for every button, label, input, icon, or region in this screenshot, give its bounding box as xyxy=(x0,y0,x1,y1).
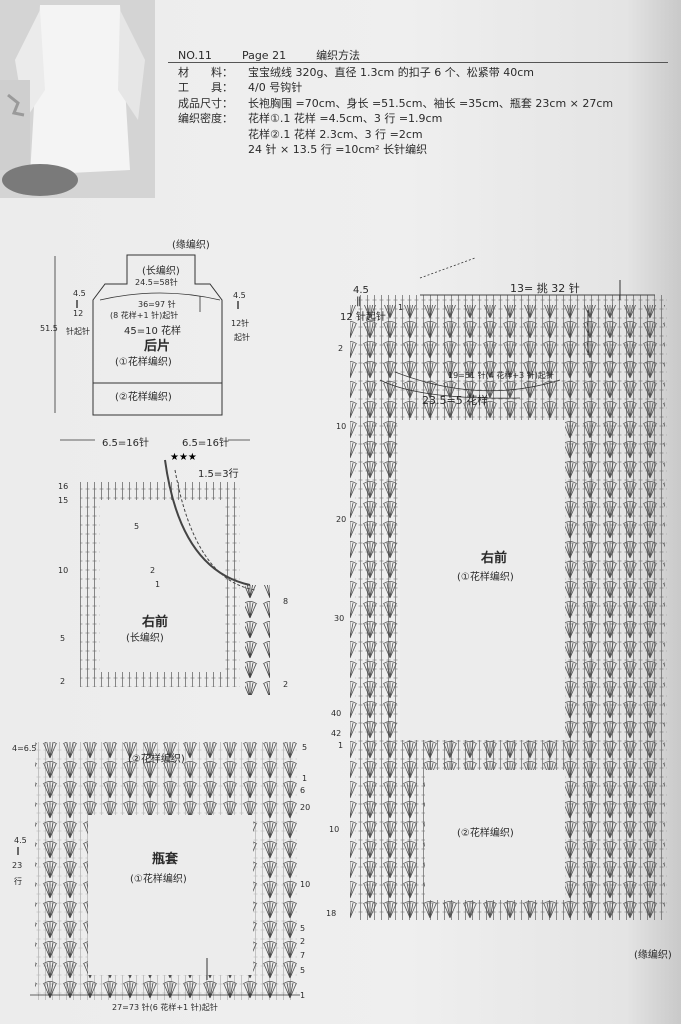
row-number: 5 xyxy=(300,924,306,933)
row-number: 18 xyxy=(326,909,337,918)
small-front-title: 右前 xyxy=(142,615,169,630)
back-left-rows-label: 12 xyxy=(73,309,84,318)
row-number: 10 xyxy=(336,422,347,431)
row-number: 1 xyxy=(398,303,404,312)
large-front-eq-label: ‖ xyxy=(356,296,361,307)
bottle-eq-label: ‖ xyxy=(16,846,20,855)
page-number: Page 21 xyxy=(241,49,287,62)
large-front-start-label: 12 针起针 xyxy=(340,312,386,323)
row-number: 2 xyxy=(150,566,156,575)
bottle-cast-on-label: 27=73 针(6 花样+1 针)起针 xyxy=(112,1003,218,1012)
back-width-right-label: 6.5=16针 xyxy=(182,438,230,449)
row-number: 16 xyxy=(58,482,69,491)
photo-illustration xyxy=(0,0,155,198)
header-divider xyxy=(168,62,668,63)
row-number: 5 xyxy=(302,743,308,752)
row-number: 8 xyxy=(283,597,289,606)
large-front-cast-on-label: 19=51 针(4 花样+3 针)起针 xyxy=(448,371,554,380)
row-number: 20 xyxy=(300,803,311,812)
bottle-pattern2-label: (②花样编织) xyxy=(128,754,185,765)
back-pattern2-label: (②花样编织) xyxy=(115,392,172,403)
right-front-small-chart: ★★★ xyxy=(80,452,270,695)
large-front-pickup-label: 13= 挑 32 针 xyxy=(510,282,580,295)
back-left-eq-label: ‖ xyxy=(75,299,79,308)
large-front-title: 右前 xyxy=(481,551,508,566)
bottle-top-left-label: 4=6.5 xyxy=(12,744,37,753)
back-left-start-label: 针起针 xyxy=(66,327,90,336)
back-right-rows-label: 12针 xyxy=(231,319,250,328)
bottle-pattern1-label: (①花样编织) xyxy=(130,874,187,885)
info-row: 材 料：宝宝绒线 320g、直径 1.3cm 的扣子 6 个、松紧带 40cm xyxy=(178,65,534,79)
info-row: 工 具：4/0 号钩针 xyxy=(178,81,303,94)
large-front-pattern2-label: (②花样编织) xyxy=(457,828,514,839)
back-pattern-count-label: 45=10 花样 xyxy=(124,326,182,337)
back-stitch-count-label: 36=97 针 xyxy=(138,300,176,309)
back-right-width-label: 4.5 xyxy=(233,291,246,300)
row-number: 1 xyxy=(338,741,344,750)
row-number: 10 xyxy=(300,880,311,889)
row-number: 6 xyxy=(300,786,306,795)
row-number: 10 xyxy=(329,825,340,834)
info-row: 成品尺寸：长袍胸围 =70cm、身长 =51.5cm、袖长 =35cm、瓶套 2… xyxy=(178,96,614,110)
row-number: 20 xyxy=(336,515,347,524)
pattern-number: NO.11 xyxy=(178,49,212,62)
back-right-start-label: 起针 xyxy=(234,333,250,342)
back-top-stitches-label: 24.5=58针 xyxy=(135,278,178,287)
back-piece-title: 后片 xyxy=(144,339,171,354)
row-number: 2 xyxy=(283,680,289,689)
row-number: 5 xyxy=(134,522,140,531)
row-number: 5 xyxy=(300,966,306,975)
back-top-band-label: (缘编织) xyxy=(172,240,210,251)
row-number: 5 xyxy=(60,634,66,643)
back-piece-schematic xyxy=(54,254,250,441)
row-number: 1 xyxy=(302,774,308,783)
back-width-left-label: 6.5=16针 xyxy=(102,438,150,449)
svg-text:★★★: ★★★ xyxy=(170,452,197,463)
small-front-rows-label: 1.5=3行 xyxy=(198,469,239,480)
bottle-cover-chart xyxy=(30,742,300,1000)
garment-photo xyxy=(0,0,155,198)
info-row: 编织密度：花样①.1 花样 =4.5cm、3 行 =1.9cm xyxy=(178,112,443,125)
back-repeat-label: (8 花样+1 针)起针 xyxy=(110,311,179,320)
row-number: 7 xyxy=(300,951,306,960)
row-number: 1 xyxy=(155,580,161,589)
back-left-width-label: 4.5 xyxy=(73,289,86,298)
info-row: 24 针 × 13.5 行 =10cm² 长针编织 xyxy=(248,143,428,156)
large-front-border-label: (缘编织) xyxy=(634,950,672,961)
back-long-knit-label: (长编织) xyxy=(142,266,180,277)
method-title: 编织方法 xyxy=(316,49,361,62)
large-front-width-label: 4.5 xyxy=(353,285,369,296)
small-front-sub-label: (长编织) xyxy=(126,633,164,644)
row-number: 10 xyxy=(58,566,69,575)
back-pattern1-label: (①花样编织) xyxy=(115,357,172,368)
info-row: 花样②.1 花样 2.3cm、3 行 =2cm xyxy=(248,127,423,141)
row-number: 2 xyxy=(338,344,344,353)
row-number: 42 xyxy=(331,729,342,738)
row-number: 15 xyxy=(58,496,69,505)
bottle-width-label: 4.5 xyxy=(14,836,27,845)
right-front-large-chart xyxy=(350,257,667,920)
back-height-label: 51.5 xyxy=(40,324,58,333)
instructions-header: NO.11 Page 21 编织方法 材 料：宝宝绒线 320g、直径 1.3c… xyxy=(178,48,658,158)
large-front-pattern1-label: (①花样编织) xyxy=(457,572,514,583)
row-number: 2 xyxy=(300,937,306,946)
row-number: 40 xyxy=(331,709,342,718)
row-number: 30 xyxy=(334,614,345,623)
row-number: 2 xyxy=(60,677,66,686)
bottle-rows-unit: 行 xyxy=(14,877,22,886)
bottle-rows-value: 23 xyxy=(12,861,23,870)
row-number: 1 xyxy=(300,991,306,1000)
large-front-pattern-count-label: 23.5=5 花样 xyxy=(422,394,489,407)
bottle-cover-title: 瓶套 xyxy=(152,852,179,867)
back-right-eq-label: ‖ xyxy=(236,300,240,309)
